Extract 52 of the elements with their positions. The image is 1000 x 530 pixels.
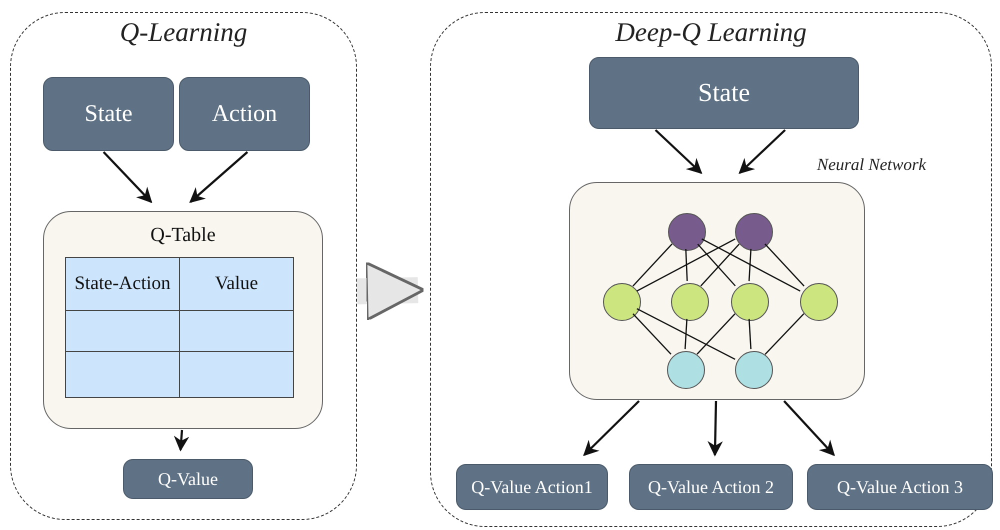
network-neuron — [800, 283, 838, 321]
arrow — [189, 151, 248, 204]
connection-line — [764, 243, 805, 287]
process-box — [456, 464, 608, 510]
process-box — [589, 57, 859, 129]
process-box — [807, 464, 993, 510]
group-title: Deep-Q Learning — [614, 17, 808, 48]
process-box — [43, 77, 174, 151]
process-box — [629, 464, 793, 510]
network-neuron — [668, 213, 706, 251]
box-label: Q-Value Action1 — [471, 476, 593, 498]
network-neuron — [735, 351, 773, 389]
connection-line — [684, 318, 688, 350]
arrow — [708, 400, 723, 457]
dashed-group-frame — [10, 12, 357, 520]
box-label: Q-Value Action 3 — [837, 476, 963, 498]
connection-line — [636, 308, 736, 360]
process-box — [123, 459, 253, 499]
connection-line — [685, 248, 688, 282]
block-arrow — [356, 261, 426, 322]
process-box — [179, 77, 310, 151]
arrow — [654, 129, 702, 174]
arrow — [174, 430, 190, 452]
network-neuron — [735, 213, 773, 251]
connection-line — [632, 243, 673, 287]
network-neuron — [603, 283, 641, 321]
arrow — [583, 400, 640, 456]
connection-line — [764, 313, 804, 355]
network-neuron — [671, 283, 709, 321]
connection-line — [701, 238, 801, 292]
connection-line — [748, 248, 752, 282]
connection-line — [632, 313, 672, 355]
table-header: Value — [214, 273, 258, 294]
network-neuron — [731, 283, 769, 321]
group-title: Q-Learning — [118, 17, 248, 48]
arrow — [783, 400, 835, 456]
arrow — [102, 151, 152, 204]
network-neuron — [667, 351, 705, 389]
panel-title: Neural Network — [816, 155, 926, 175]
connection-line — [696, 313, 736, 355]
table-header: State-Action — [74, 273, 171, 294]
box-label: State — [698, 78, 750, 108]
arrow — [738, 129, 786, 174]
connection-line — [748, 318, 752, 350]
box-label: Q-Value — [158, 468, 218, 490]
rounded-panel — [43, 211, 323, 429]
panel-title: Q-Table — [149, 224, 217, 247]
box-label: State — [84, 100, 132, 128]
connection-line — [636, 238, 736, 292]
box-label: Action — [212, 100, 278, 128]
box-label: Q-Value Action 2 — [648, 476, 774, 498]
dashed-group-frame — [430, 12, 992, 527]
